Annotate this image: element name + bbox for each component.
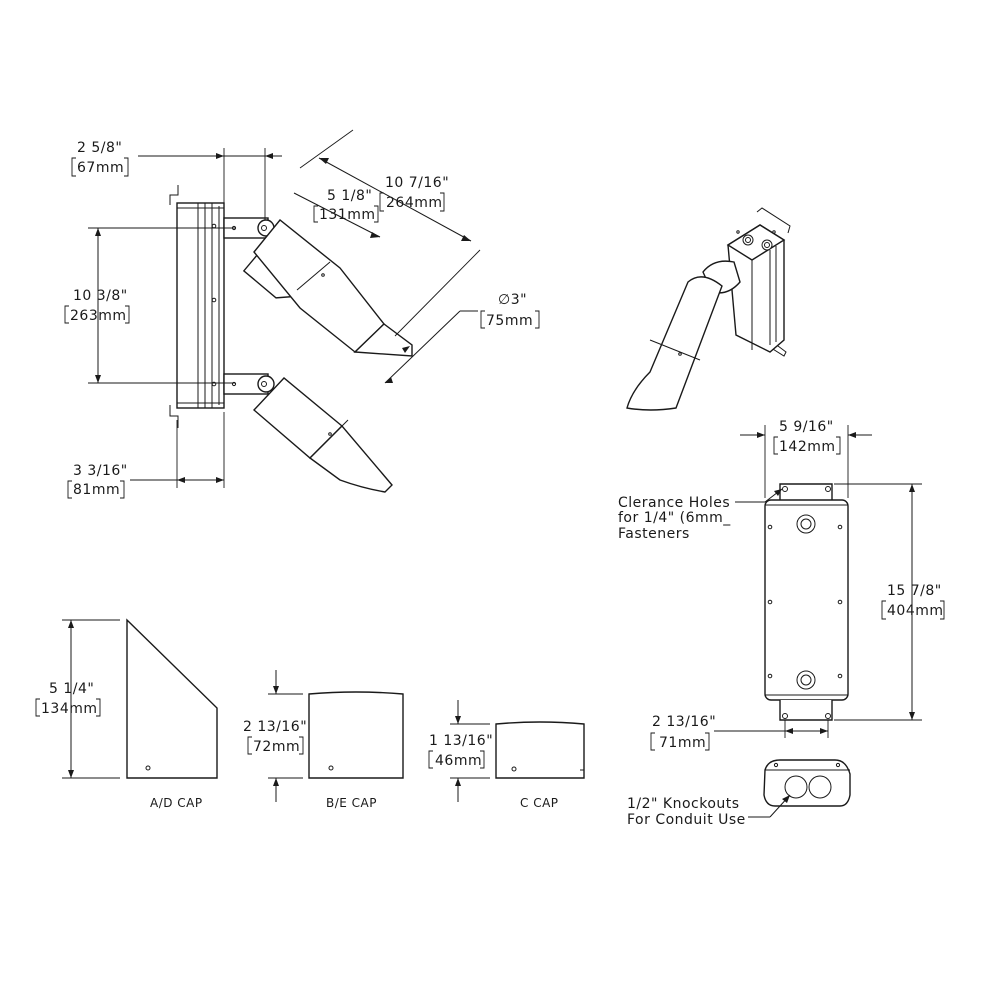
dim-diameter-imperial: ∅3" bbox=[498, 292, 527, 308]
dim-box-depth: 3 3/16" 81mm bbox=[67, 412, 225, 499]
c-cap-outline bbox=[495, 721, 585, 779]
c-cap-label: C CAP bbox=[520, 796, 559, 810]
dim-height-imperial: 15 7/8" bbox=[887, 583, 942, 599]
isometric-view bbox=[626, 207, 791, 411]
dim-overall-length: 10 7/16" 264mm bbox=[299, 129, 481, 337]
front-top-tab bbox=[779, 483, 833, 500]
mounting-flange-top bbox=[169, 185, 179, 205]
bottom-housing bbox=[763, 759, 851, 807]
diameter-value: 3" bbox=[511, 292, 527, 308]
dim-spacing-imperial: 10 3/8" bbox=[73, 288, 128, 304]
dim-tab-metric: 71mm bbox=[659, 735, 706, 751]
ad-cap-metric: 134mm bbox=[41, 701, 98, 717]
dim-arm-length: 5 1/8" 131mm bbox=[293, 188, 381, 238]
upper-fixture-lens-tip bbox=[353, 323, 413, 357]
c-cap-imperial: 1 13/16" bbox=[429, 733, 493, 749]
dim-box-width: 5 9/16" 142mm bbox=[740, 419, 872, 498]
callout-clearance: Clerance Holes for 1/4" (6mm_ Fasteners bbox=[618, 488, 783, 542]
knockouts-note-1: 1/2" Knockouts bbox=[627, 796, 740, 812]
dim-height-metric: 404mm bbox=[887, 603, 944, 619]
front-view bbox=[764, 483, 849, 721]
dim-tab-width: 2 13/16" 71mm bbox=[650, 714, 829, 751]
be-cap-imperial: 2 13/16" bbox=[243, 719, 307, 735]
dim-top-depth: 2 5/8" 67mm bbox=[71, 140, 282, 220]
clearance-note-1: Clerance Holes bbox=[618, 495, 730, 511]
dim-depth-metric: 81mm bbox=[73, 482, 120, 498]
clearance-note-2: for 1/4" (6mm_ bbox=[618, 510, 731, 526]
dim-box-height: 15 7/8" 404mm bbox=[834, 483, 945, 721]
ad-cap-imperial: 5 1/4" bbox=[49, 681, 94, 697]
c-cap-metric: 46mm bbox=[435, 753, 482, 769]
bottom-view bbox=[763, 759, 851, 807]
knockouts-note-2: For Conduit Use bbox=[627, 812, 746, 828]
dim-depth-imperial: 3 3/16" bbox=[73, 463, 128, 479]
c-cap: 1 13/16" 46mm C CAP bbox=[428, 700, 585, 810]
dim-overall-metric: 264mm bbox=[386, 195, 443, 211]
callout-knockouts: 1/2" Knockouts For Conduit Use bbox=[627, 794, 791, 828]
be-cap: 2 13/16" 72mm B/E CAP bbox=[243, 670, 404, 810]
dim-spacing-metric: 263mm bbox=[70, 308, 127, 324]
ad-cap-label: A/D CAP bbox=[150, 796, 203, 810]
dim-arm-imperial: 5 1/8" bbox=[327, 188, 372, 204]
dim-diameter: ∅3" 75mm bbox=[384, 292, 540, 384]
dim-width-metric: 142mm bbox=[779, 439, 836, 455]
be-cap-label: B/E CAP bbox=[326, 796, 377, 810]
dim-arm-metric: 131mm bbox=[319, 207, 376, 223]
junction-box-side bbox=[176, 202, 225, 409]
iso-fixture bbox=[626, 276, 723, 411]
ad-cap-outline bbox=[126, 618, 218, 779]
side-view bbox=[169, 185, 413, 493]
be-cap-metric: 72mm bbox=[253, 739, 300, 755]
ad-cap: 5 1/4" 134mm A/D CAP bbox=[35, 618, 218, 810]
dim-diameter-metric: 75mm bbox=[486, 313, 533, 329]
diameter-symbol: ∅ bbox=[498, 292, 511, 308]
front-bottom-tab bbox=[779, 700, 833, 721]
dim-bracket-spacing: 10 3/8" 263mm bbox=[64, 227, 235, 384]
dim-tab-imperial: 2 13/16" bbox=[652, 714, 716, 730]
mounting-flange-bottom bbox=[169, 405, 179, 428]
dim-overall-imperial: 10 7/16" bbox=[385, 175, 449, 191]
lower-fixture-cap bbox=[308, 424, 393, 493]
dim-width-imperial: 5 9/16" bbox=[779, 419, 834, 435]
dim-top-depth-imperial: 2 5/8" bbox=[77, 140, 122, 156]
be-cap-outline bbox=[308, 691, 404, 779]
clearance-note-3: Fasteners bbox=[618, 526, 690, 542]
dim-top-depth-metric: 67mm bbox=[77, 160, 124, 176]
